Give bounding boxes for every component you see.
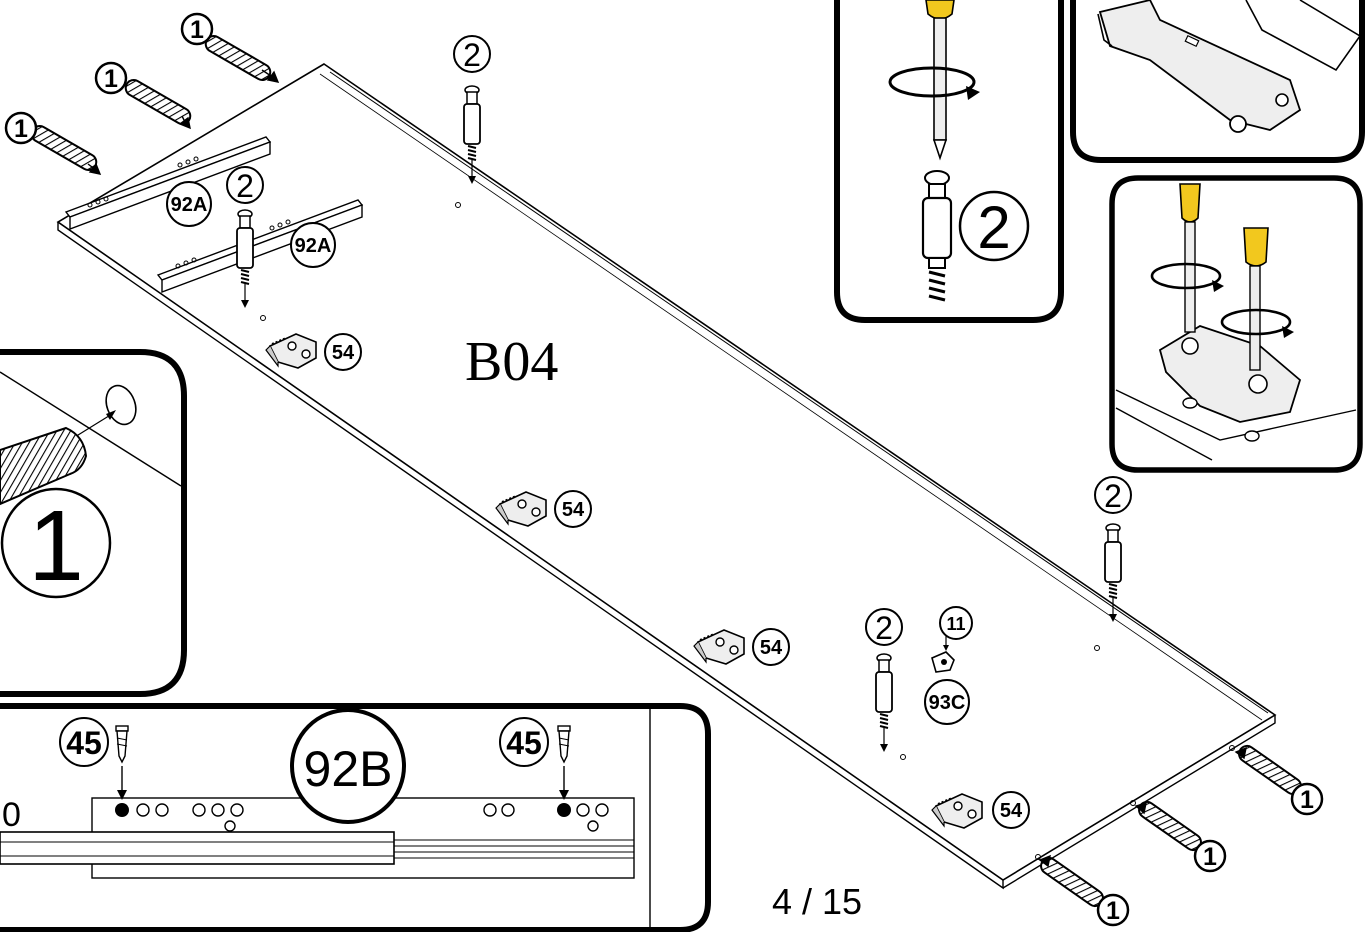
callout-cam-bolt: 2 (453, 35, 491, 73)
dowel (121, 76, 195, 128)
callout-text: 54 (1000, 800, 1023, 822)
page-indicator: 4 / 15 (772, 881, 862, 922)
callout-text: 2 (875, 610, 893, 646)
callout-text: 2 (236, 168, 254, 204)
callout-text: 54 (760, 637, 783, 659)
callout-cam-bolt: 2 (865, 608, 903, 646)
callout-hinge-plate: 54 (324, 333, 362, 371)
panel-b04 (56, 63, 1277, 890)
callout-dowel: 1 (1096, 893, 1130, 927)
callout-dowel: 1 (1290, 782, 1324, 816)
inset-cam-bolt-label: 2 (977, 194, 1010, 261)
callout-text: 2 (1104, 478, 1122, 514)
inset-hinge-clip (1070, 0, 1365, 163)
callout-cam-lock: 11 (939, 606, 973, 640)
cam-lock-housing (931, 636, 955, 673)
dowel (1134, 797, 1206, 855)
inset-dowel-detail: 1 (0, 349, 187, 697)
dowel (27, 122, 101, 174)
dowel (1234, 741, 1306, 799)
screw-label: 45 (506, 725, 542, 761)
inset-dowel-label: 1 (28, 490, 84, 602)
callout-text: 54 (332, 342, 355, 364)
callout-lock-housing: 93C (924, 679, 970, 725)
callout-hinge-plate: 54 (752, 628, 790, 666)
callout-text: 11 (946, 614, 965, 634)
panel-label: B04 (465, 331, 558, 393)
callout-text: 1 (190, 16, 204, 44)
callout-runner-a: 92A (290, 222, 336, 268)
runner-b-label: 92B (304, 741, 393, 797)
callout-text: 1 (1300, 786, 1314, 814)
callout-dowel: 1 (4, 111, 38, 145)
callout-hinge-plate: 54 (554, 490, 592, 528)
dowel (201, 32, 275, 84)
callout-text: 92A (171, 194, 208, 216)
inset-hinge-screws (1109, 175, 1363, 473)
callout-dowel: 1 (94, 61, 128, 95)
callout-hinge-plate: 54 (992, 791, 1030, 829)
edge-zero-label: 0 (2, 796, 21, 834)
callout-text: 54 (562, 499, 585, 521)
inset-cam-bolt: 2 (834, 0, 1064, 323)
inset-runner-b: 45 45 92B 0 (0, 703, 711, 932)
callout-text: 1 (1106, 897, 1120, 925)
callout-text: 2 (463, 37, 481, 73)
callout-text: 1 (1203, 843, 1217, 871)
callout-runner-a: 92A (166, 181, 212, 227)
callout-dowel: 1 (180, 12, 214, 46)
callout-dowel: 1 (1193, 839, 1227, 873)
callout-text: 1 (14, 115, 28, 143)
callout-cam-bolt: 2 (226, 166, 264, 204)
callout-text: 92A (295, 235, 332, 257)
callout-text: 1 (104, 65, 118, 93)
callout-text: 93C (929, 692, 966, 714)
callout-cam-bolt: 2 (1094, 476, 1132, 514)
screw-label: 45 (66, 725, 102, 761)
